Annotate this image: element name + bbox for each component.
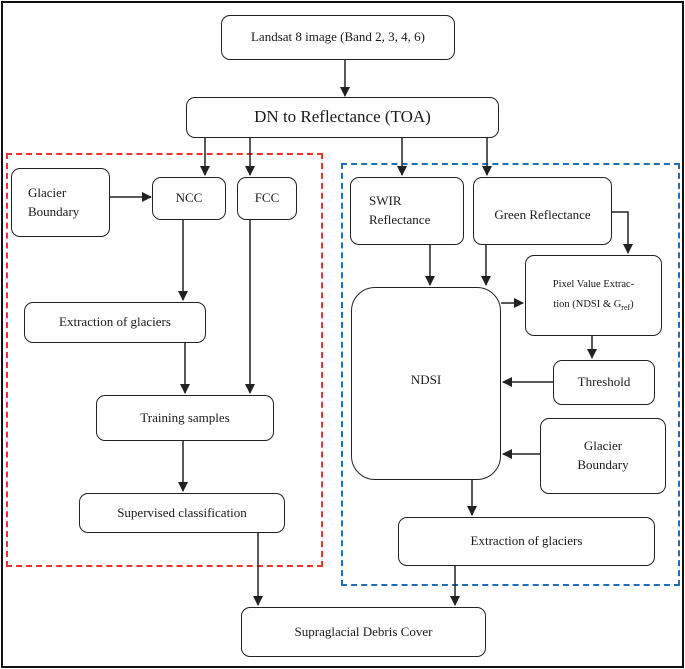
node-swir-reflectance: SWIR Reflectance <box>350 177 464 245</box>
node-fcc: FCC <box>237 177 297 220</box>
node-supervised-label: Supervised classification <box>117 504 247 520</box>
node-extraction-right-label: Extraction of glaciers <box>470 533 583 549</box>
node-swir-label: SWIR Reflectance <box>369 193 431 227</box>
node-green-label: Green Reflectance <box>494 207 591 222</box>
node-training-label: Training samples <box>140 409 230 425</box>
node-extraction-left: Extraction of glaciers <box>24 302 206 343</box>
edge-green-to-pixel <box>612 211 633 254</box>
right-method-region <box>341 163 680 586</box>
pixel-label-subscript: ref <box>621 303 631 313</box>
pixel-label-line1: Pixel Value Extrac- <box>552 279 635 291</box>
node-threshold: Threshold <box>553 360 655 405</box>
node-ndsi-label: NDSI <box>410 372 442 388</box>
node-green-reflectance: Green Reflectance <box>473 177 612 245</box>
node-pixel-label: Pixel Value Extrac- tion (NDSI & Gref) <box>553 275 634 315</box>
node-glacier-boundary-left-label: Glacier Boundary <box>28 185 80 219</box>
left-method-region <box>6 153 323 567</box>
node-pixel-value-extraction: Pixel Value Extrac- tion (NDSI & Gref) <box>525 255 662 336</box>
node-debris-label: Supraglacial Debris Cover <box>294 623 433 639</box>
pixel-label-line2-text: tion (NDSI & G <box>553 299 622 311</box>
node-glacier-boundary-right-label: Glacier Boundary <box>577 438 629 472</box>
node-landsat-image: Landsat 8 image (Band 2, 3, 4, 6) <box>221 15 455 60</box>
node-training-samples: Training samples <box>96 395 274 441</box>
node-ncc-label: NCC <box>175 190 203 206</box>
node-ncc: NCC <box>152 177 226 220</box>
node-supraglacial-debris-cover: Supraglacial Debris Cover <box>241 607 486 657</box>
node-threshold-label: Threshold <box>577 374 631 390</box>
node-dn-to-reflectance: DN to Reflectance (TOA) <box>186 97 499 138</box>
node-supervised-classification: Supervised classification <box>79 493 285 533</box>
node-ndsi: NDSI <box>351 287 501 480</box>
node-glacier-boundary-left: Glacier Boundary <box>11 168 110 237</box>
node-landsat-label: Landsat 8 image (Band 2, 3, 4, 6) <box>250 29 425 45</box>
node-fcc-label: FCC <box>254 190 280 206</box>
node-dn-label: DN to Reflectance (TOA) <box>254 107 431 127</box>
pixel-label-line2: tion (NDSI & Gref) <box>553 295 634 315</box>
node-glacier-boundary-right: Glacier Boundary <box>540 418 666 494</box>
node-extraction-right: Extraction of glaciers <box>398 517 655 566</box>
pixel-label-close: ) <box>630 299 634 311</box>
node-extraction-left-label: Extraction of glaciers <box>59 314 171 330</box>
